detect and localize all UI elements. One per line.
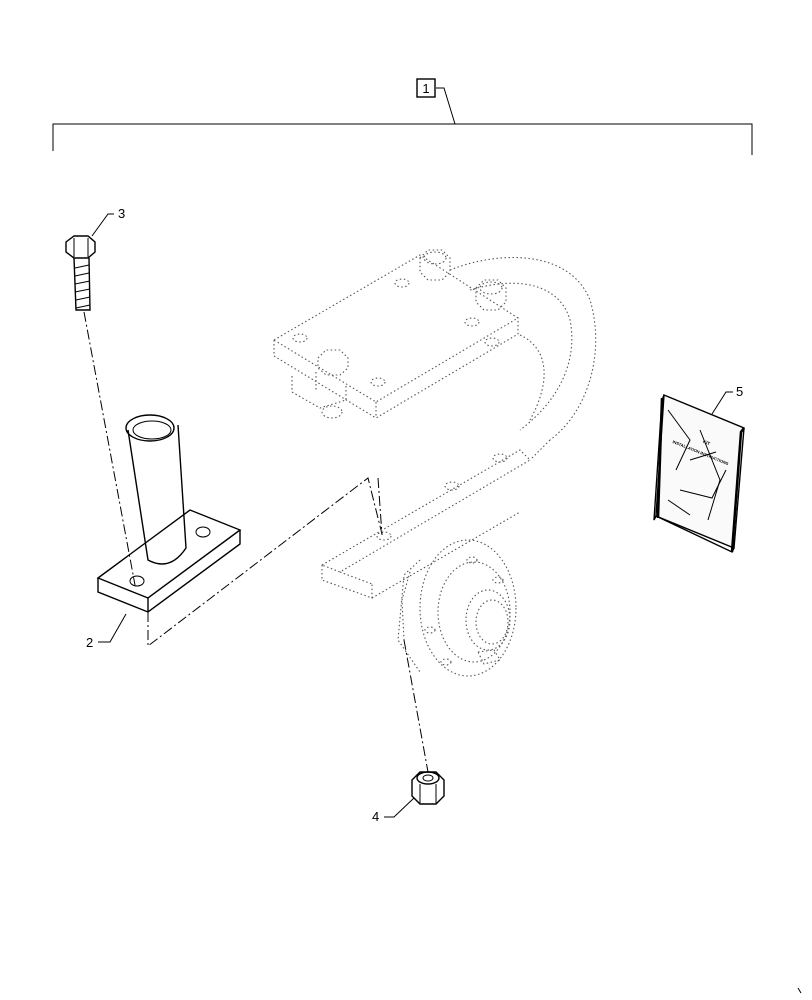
arm-inner-curve (469, 282, 573, 431)
callout-1: 1 (422, 81, 429, 96)
callout-box-1 (416, 78, 436, 98)
booklet-title: KIT (702, 439, 711, 446)
pin-top (125, 414, 175, 442)
nut-centerline (403, 639, 429, 773)
plate-nut-2 (475, 279, 507, 311)
arm-bar-top (320, 449, 531, 573)
leader-2 (98, 613, 127, 643)
plate-nut-3 (317, 349, 349, 376)
pin-plate-assembly: 2 (86, 414, 242, 650)
booklet-cover (655, 393, 745, 550)
hex-bolt: 3 (65, 206, 125, 311)
kit-brace-line (52, 123, 753, 155)
kit-bracket: 1 (52, 78, 753, 155)
plate-hole-front (129, 575, 145, 587)
corner-mark (797, 987, 802, 994)
reference-assembly (272, 249, 597, 677)
pin-body (127, 424, 187, 565)
leader-5 (711, 391, 733, 415)
plate-nut-1 (419, 249, 451, 281)
lock-nut: 4 (372, 771, 445, 824)
plate-top (96, 509, 242, 599)
bolt-threads (74, 264, 91, 309)
callout-4: 4 (372, 809, 379, 824)
bolt-centerline (83, 311, 136, 586)
wheel-hub (397, 539, 517, 677)
mount-plate-top (272, 254, 520, 403)
callout-2: 2 (86, 635, 93, 650)
instruction-booklet: KIT INSTALLATION INSTRUCTIONS 5 (653, 384, 745, 553)
leader-4 (384, 797, 415, 818)
arm-outer-curve (449, 257, 597, 441)
plate-hole-back (195, 526, 211, 538)
bolt-head (65, 235, 96, 259)
callout-3: 3 (118, 206, 125, 221)
leader-1 (436, 87, 456, 125)
plate-side (97, 530, 241, 613)
booklet-wrinkles (667, 409, 727, 521)
callout-5: 5 (736, 384, 743, 399)
leader-3 (91, 213, 114, 237)
